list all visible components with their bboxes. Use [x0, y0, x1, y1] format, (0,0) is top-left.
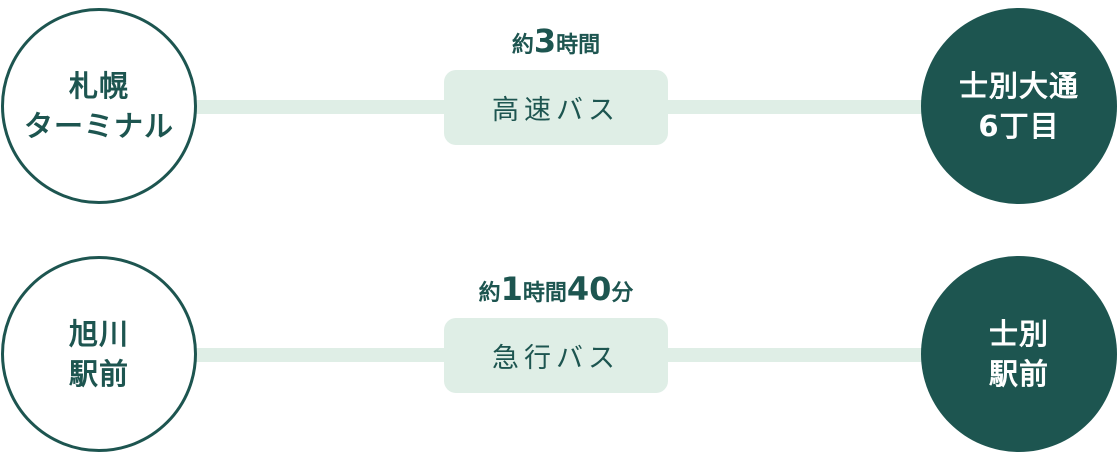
- destination-label: 士別 駅前: [988, 317, 1049, 391]
- transport-mode-badge: 急行バス: [444, 318, 668, 393]
- origin-node: 旭川 駅前: [1, 256, 197, 452]
- duration-label: 約1時間40分: [380, 270, 732, 308]
- duration-hours: 1: [500, 270, 523, 308]
- duration-minutes: 40: [566, 270, 612, 308]
- transport-mode-label: 高速バス: [492, 95, 620, 126]
- origin-label: 旭川 駅前: [68, 317, 129, 391]
- duration-hours: 3: [533, 22, 557, 60]
- route-sapporo-to-shibetsu: 札幌 ターミナル 約3時間 高速バス 士別大通 6丁目: [0, 8, 1118, 208]
- origin-label: 札幌 ターミナル: [23, 69, 174, 143]
- duration-minutes-unit: 分: [611, 281, 634, 306]
- transport-mode-label: 急行バス: [492, 343, 620, 374]
- origin-node: 札幌 ターミナル: [1, 8, 197, 204]
- route-asahikawa-to-shibetsu: 旭川 駅前 約1時間40分 急行バス 士別 駅前: [0, 256, 1118, 456]
- destination-node: 士別 駅前: [921, 256, 1117, 452]
- duration-label: 約3時間: [380, 22, 732, 60]
- transport-mode-badge: 高速バス: [444, 70, 668, 145]
- destination-label: 士別大通 6丁目: [958, 69, 1079, 143]
- duration-prefix: 約: [511, 33, 534, 58]
- destination-node: 士別大通 6丁目: [921, 8, 1117, 204]
- duration-hours-unit: 時間: [522, 281, 567, 306]
- duration-prefix: 約: [478, 281, 501, 306]
- duration-hours-unit: 時間: [556, 33, 601, 58]
